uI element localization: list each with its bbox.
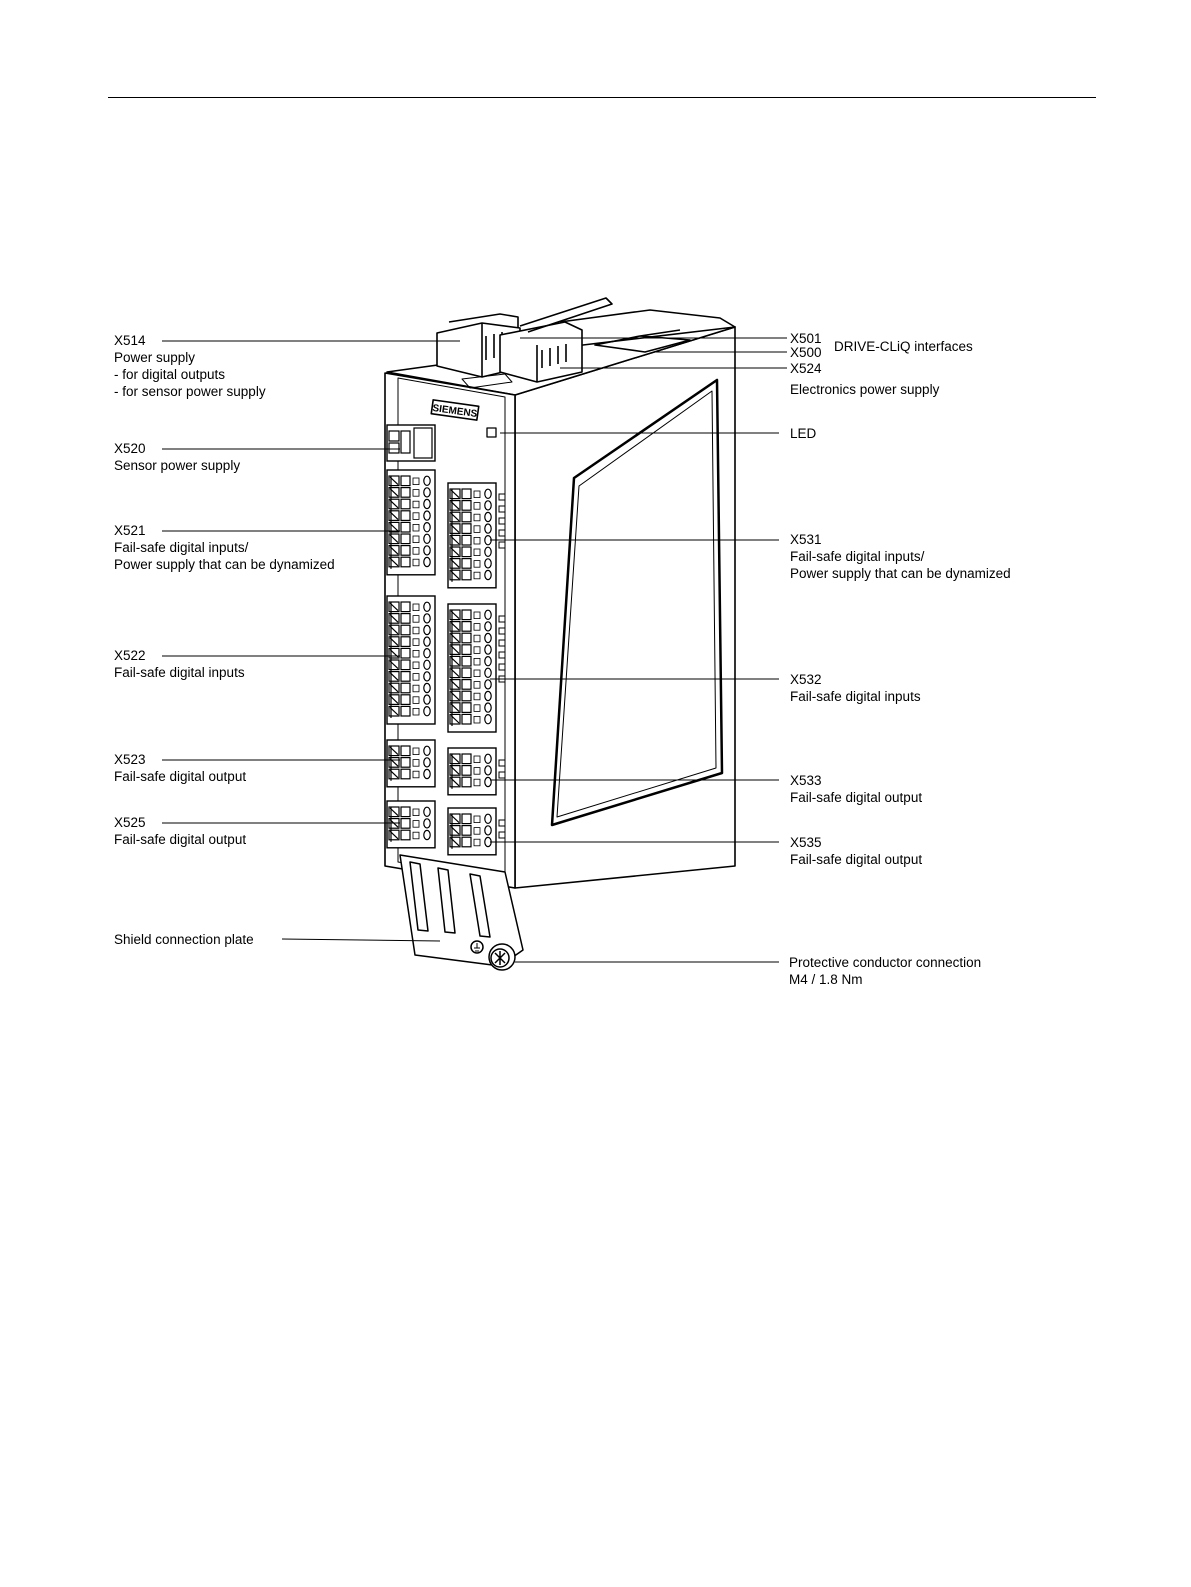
label-line: - for digital outputs (114, 367, 226, 382)
label-x501: X501 (790, 330, 822, 347)
label-x533: X533 Fail-safe digital output (790, 772, 922, 806)
label-line: Sensor power supply (114, 458, 241, 473)
header-rule (108, 97, 1096, 98)
label-shield-plate: Shield connection plate (114, 931, 254, 948)
label-line: Shield connection plate (114, 932, 254, 947)
connector-id: X522 (114, 648, 146, 663)
label-x532: X532 Fail-safe digital inputs (790, 671, 921, 705)
connector-id: X533 (790, 773, 822, 788)
connector-id: X523 (114, 752, 146, 767)
connector-id: X500 (790, 345, 822, 360)
connector-id: X521 (114, 523, 146, 538)
label-x514: X514 Power supply - for digital outputs … (114, 332, 266, 400)
connector-id: X501 (790, 331, 822, 346)
label-drive-cliq: DRIVE-CLiQ interfaces (834, 338, 973, 355)
connector-id: X524 (790, 361, 822, 376)
label-line: Power supply that can be dynamized (114, 557, 335, 572)
label-x525: X525 Fail-safe digital output (114, 814, 246, 848)
connector-id: X514 (114, 333, 146, 348)
label-line: Fail-safe digital output (114, 769, 247, 784)
connector-id: X531 (790, 532, 822, 547)
label-line: - for sensor power supply (114, 384, 266, 399)
label-line: LED (790, 426, 817, 441)
connector-id: X525 (114, 815, 146, 830)
label-line: M4 / 1.8 Nm (789, 972, 863, 987)
label-x520: X520 Sensor power supply (114, 440, 240, 474)
label-protective-conductor: Protective conductor connection M4 / 1.8… (789, 954, 981, 988)
label-x524: X524 Electronics power supply (790, 360, 939, 398)
label-x523: X523 Fail-safe digital output (114, 751, 246, 785)
label-line: Protective conductor connection (789, 955, 982, 970)
label-line: DRIVE-CLiQ interfaces (834, 339, 973, 354)
label-line: Power supply (114, 350, 196, 365)
connector-id: X532 (790, 672, 822, 687)
label-x521: X521 Fail-safe digital inputs/ Power sup… (114, 522, 335, 573)
label-line: Fail-safe digital inputs/ (114, 540, 249, 555)
connector-id: X535 (790, 835, 822, 850)
label-line: Fail-safe digital output (790, 790, 923, 805)
label-line: Fail-safe digital inputs (790, 689, 921, 704)
label-led: LED (790, 425, 816, 442)
label-line: Power supply that can be dynamized (790, 566, 1011, 581)
label-line: Fail-safe digital output (114, 832, 247, 847)
label-x500: X500 (790, 344, 822, 361)
label-x535: X535 Fail-safe digital output (790, 834, 922, 868)
label-line: Electronics power supply (790, 382, 940, 397)
label-line: Fail-safe digital inputs (114, 665, 245, 680)
label-x522: X522 Fail-safe digital inputs (114, 647, 245, 681)
label-x531: X531 Fail-safe digital inputs/ Power sup… (790, 531, 1011, 582)
label-line: Fail-safe digital inputs/ (790, 549, 925, 564)
label-line: Fail-safe digital output (790, 852, 923, 867)
connector-id: X520 (114, 441, 146, 456)
